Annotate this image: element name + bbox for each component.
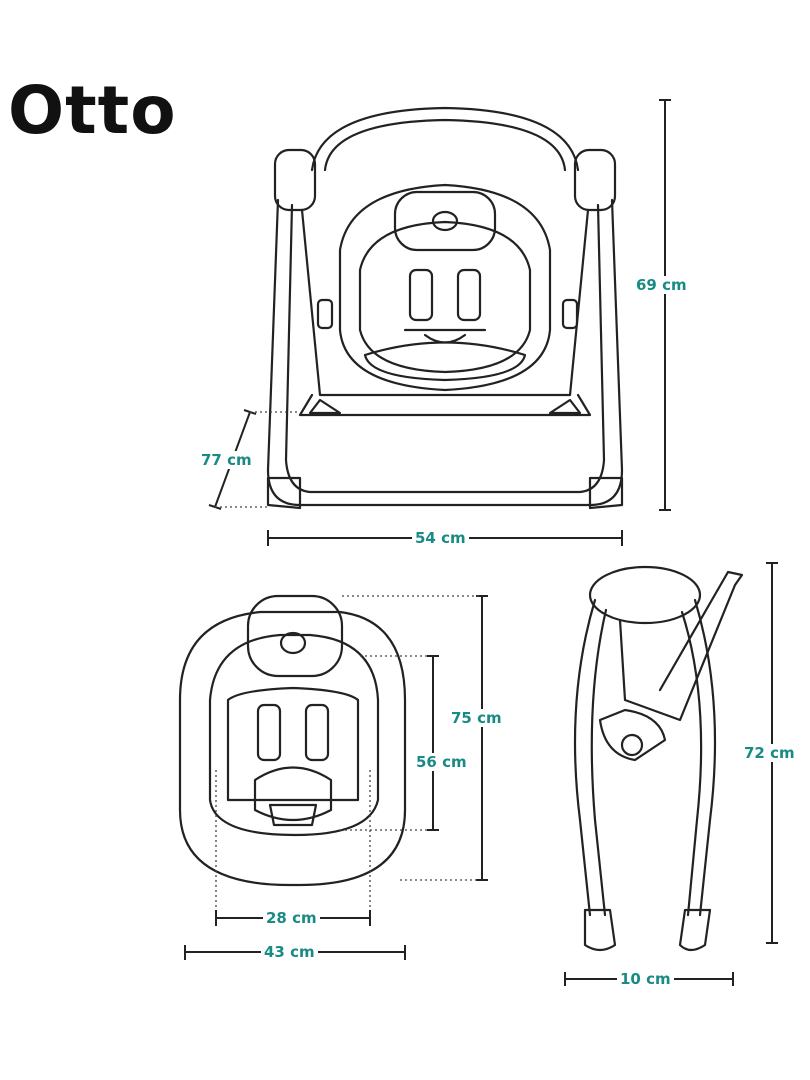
side-height-label: 72 cm xyxy=(741,744,798,762)
seat-inner-length-label: 56 cm xyxy=(413,753,470,771)
seat-length-label: 75 cm xyxy=(448,709,505,727)
side-width-label: 10 cm xyxy=(617,970,674,988)
top-view-drawing xyxy=(178,594,407,887)
seat-inner-width-label: 28 cm xyxy=(263,909,320,927)
front-view-drawing xyxy=(266,106,624,510)
dimension-lines xyxy=(184,99,778,986)
front-depth-label: 77 cm xyxy=(198,451,255,469)
seat-width-label: 43 cm xyxy=(261,943,318,961)
product-title: Otto xyxy=(8,72,177,149)
side-view-drawing xyxy=(573,565,744,952)
front-width-label: 54 cm xyxy=(412,529,469,547)
front-height-label: 69 cm xyxy=(633,276,690,294)
